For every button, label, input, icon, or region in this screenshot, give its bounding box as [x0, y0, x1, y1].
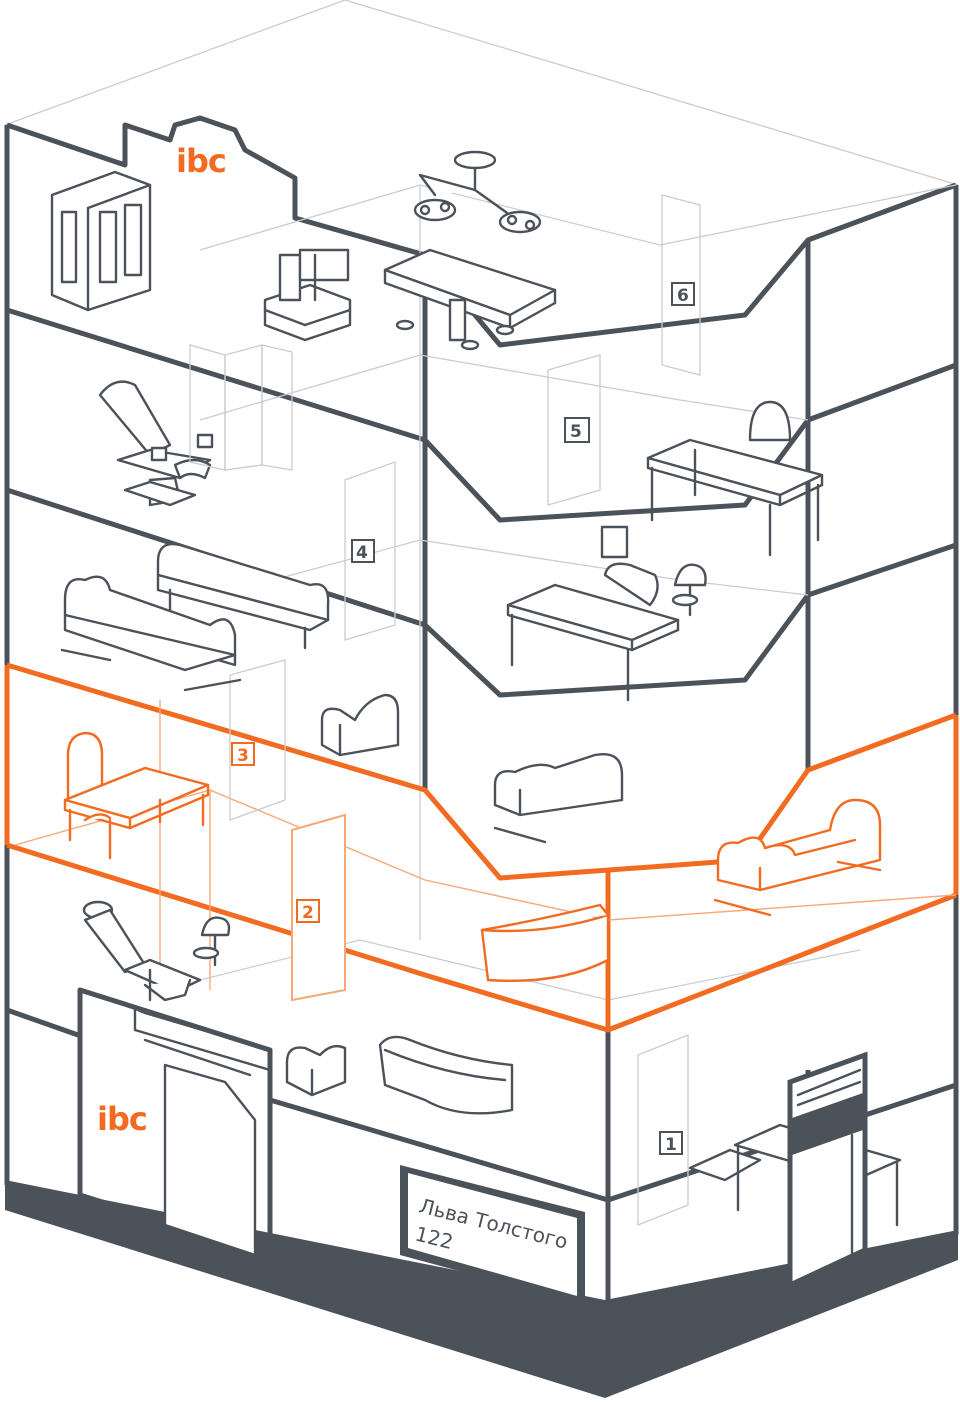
diagnostic-machine-icon — [263, 248, 352, 342]
floor-number-2[interactable]: 2 — [296, 899, 320, 923]
surgical-lamp-icon — [413, 150, 542, 234]
armchair-icon — [320, 693, 400, 757]
floor-number-1[interactable]: 1 — [659, 1131, 683, 1155]
desk-with-monitor-icon — [506, 525, 680, 702]
brand-logo-top: ibc — [176, 142, 226, 180]
reception-desk-icon — [480, 903, 610, 983]
armchair-icon — [285, 1044, 347, 1097]
lamp-icon — [192, 916, 231, 967]
svg-text:2: 2 — [302, 903, 314, 923]
sofa-icon — [60, 575, 242, 692]
lamp-icon — [671, 563, 707, 617]
floor-number-6[interactable]: 6 — [671, 282, 695, 306]
floor-number-5[interactable]: 5 — [564, 417, 590, 443]
floor-5-furniture — [98, 344, 824, 557]
floor-6-furniture — [50, 150, 701, 376]
svg-text:1: 1 — [665, 1135, 677, 1155]
svg-text:6: 6 — [677, 286, 689, 306]
floor-number-4[interactable]: 4 — [351, 539, 375, 563]
floor-plates — [6, 115, 957, 1203]
sofa-icon — [713, 798, 882, 917]
reception-desk-icon — [378, 1035, 514, 1115]
floor-3-furniture — [63, 693, 882, 917]
floor-number-3[interactable]: 3 — [231, 742, 255, 766]
entrance-door-icon — [787, 1051, 868, 1289]
svg-text:5: 5 — [570, 422, 582, 442]
floor-2-furniture — [82, 900, 610, 1002]
street-sign: Льва Толстого 122 — [400, 1165, 585, 1305]
floor-3-highlight[interactable] — [4, 659, 959, 1033]
sofa-icon — [156, 542, 330, 650]
svg-text:3: 3 — [237, 746, 249, 766]
dental-chair-icon — [82, 900, 202, 1002]
sofa-icon — [493, 753, 624, 844]
cabinet-icon — [50, 170, 152, 312]
brand-logo-entrance: ibc — [97, 1100, 147, 1138]
ground-floor: Льва Толстого 122 — [77, 987, 902, 1305]
exam-chair-icon — [98, 380, 212, 507]
svg-text:4: 4 — [356, 543, 368, 563]
floor-4-furniture — [60, 461, 707, 702]
desk-with-chair-icon — [63, 731, 210, 860]
operating-table-icon — [383, 248, 557, 351]
desk-icon — [646, 400, 824, 557]
